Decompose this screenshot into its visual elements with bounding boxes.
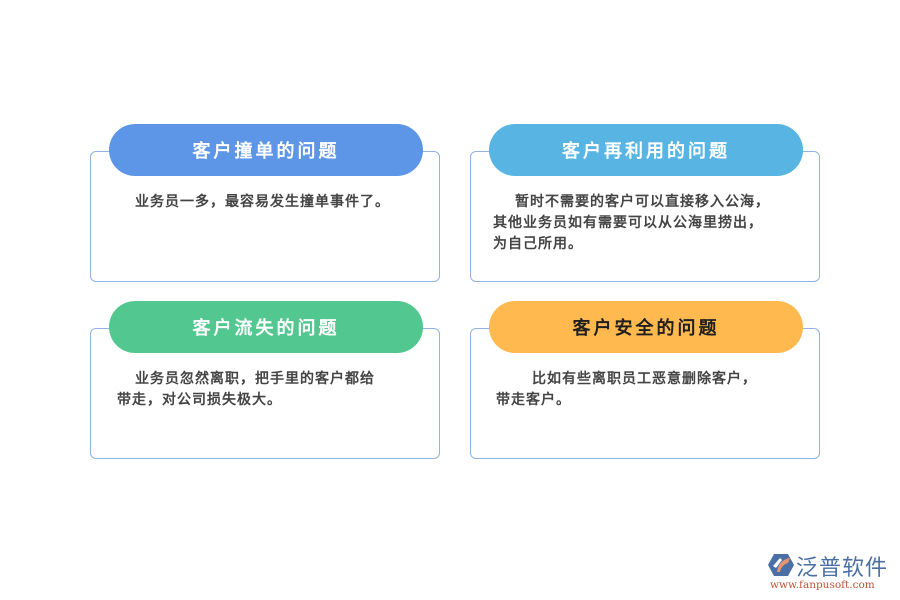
card-title-customer-security: 客户安全的问题 (489, 301, 803, 353)
text-line: 暂时不需要的客户可以直接移入公海， (515, 194, 770, 210)
text-line: 为自己所用。 (493, 236, 583, 252)
card-title-customer-reuse: 客户再利用的问题 (489, 124, 803, 176)
text-line: 带走客户。 (496, 392, 571, 408)
card-text-customer-collision: 业务员一多，最容易发生撞单事件了。 (135, 192, 390, 213)
text-line: 业务员一多，最容易发生撞单事件了。 (135, 194, 390, 210)
text-line: 比如有些离职员工恶意删除客户， (532, 371, 757, 387)
logo-name: 泛普软件 (796, 556, 889, 581)
card-title-customer-loss: 客户流失的问题 (109, 301, 423, 353)
text-line: 业务员忽然离职，把手里的客户都给 (135, 371, 375, 387)
card-text-customer-loss: 业务员忽然离职，把手里的客户都给 带走，对公司损失极大。 (117, 369, 375, 411)
card-title-customer-collision: 客户撞单的问题 (109, 124, 423, 176)
fanpu-logo-icon (768, 554, 794, 576)
card-text-customer-security: 比如有些离职员工恶意删除客户， 带走客户。 (496, 369, 757, 411)
card-text-customer-reuse: 暂时不需要的客户可以直接移入公海， 其他业务员如有需要可以从公海里捞出， 为自己… (493, 192, 770, 255)
fanpusoft-logo: 泛普软件 www.fanpusoft.com (768, 550, 893, 595)
logo-url: www.fanpusoft.com (770, 579, 875, 591)
text-line: 其他业务员如有需要可以从公海里捞出， (493, 215, 763, 231)
text-line: 带走，对公司损失极大。 (117, 392, 282, 408)
